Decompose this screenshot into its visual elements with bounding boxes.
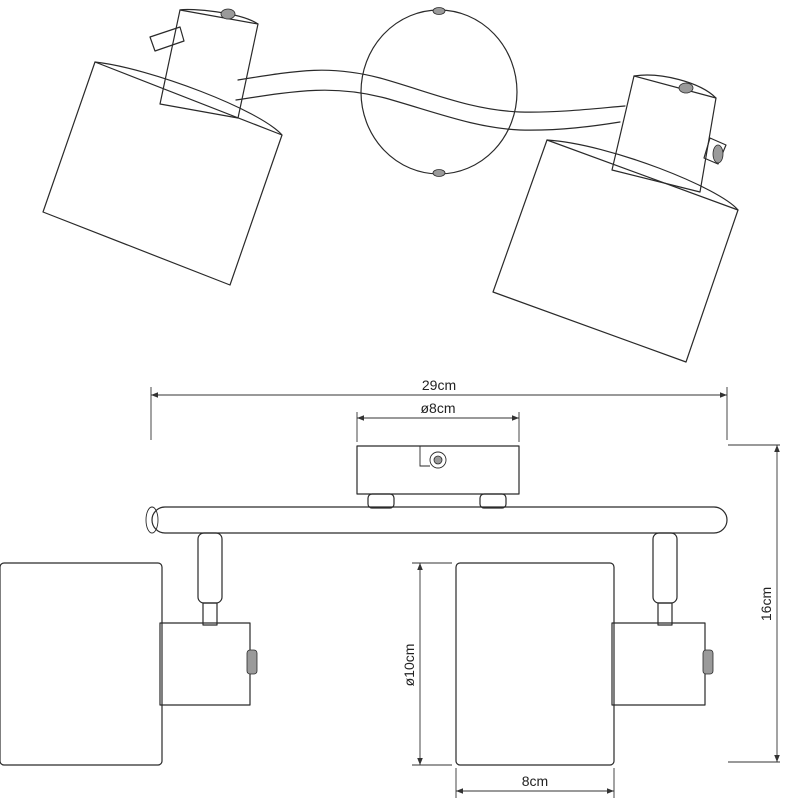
shade-diameter-label: ø10cm [401, 644, 417, 687]
canopy-block [356, 445, 520, 495]
canopy-diameter-label: ø8cm [421, 400, 456, 416]
canopy-disc [360, 9, 518, 175]
left-spot-head [42, 8, 283, 286]
right-shade [455, 562, 615, 766]
front-view: 29cm ø8cm 16cm ø10cm 8cm [0, 377, 780, 798]
canopy-screw-bottom [432, 169, 446, 177]
perspective-view [42, 7, 739, 363]
shade-width-label: 8cm [522, 773, 548, 789]
right-spot-front [455, 532, 714, 766]
right-spot-head [492, 74, 739, 363]
canopy-screw-top [432, 7, 446, 15]
curved-arm [237, 69, 626, 113]
left-spot-front [0, 532, 258, 766]
left-shade [0, 562, 163, 766]
total-height-label: 16cm [758, 587, 774, 621]
total-width-label: 29cm [422, 377, 456, 393]
mounting-bar [151, 506, 728, 534]
